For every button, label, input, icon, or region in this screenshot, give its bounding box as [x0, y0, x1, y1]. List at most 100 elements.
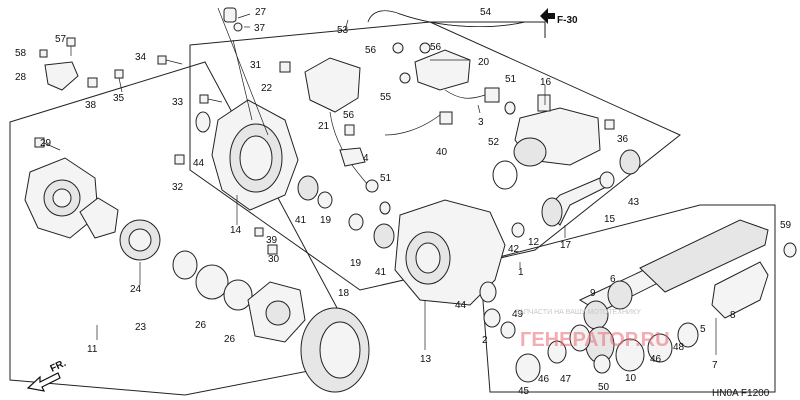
bolt-57	[66, 37, 76, 56]
label-37: 37	[254, 23, 266, 34]
switch-4	[339, 147, 366, 167]
wire-harness	[329, 89, 486, 186]
seal-15	[599, 171, 615, 189]
label-43: 43	[628, 197, 640, 208]
seal-19b	[348, 213, 364, 231]
label-36: 36	[617, 134, 629, 145]
label-5: 5	[700, 324, 706, 335]
label-7: 7	[712, 360, 718, 371]
front-arrow-label: FR.	[49, 358, 68, 375]
bolt-29	[34, 137, 61, 151]
label-59: 59	[780, 220, 792, 231]
label-16: 16	[540, 77, 552, 88]
label-3: 3	[478, 117, 484, 128]
watermark-main: ГЕНЕРАТОР.RU	[520, 329, 670, 351]
label-58: 58	[15, 48, 27, 59]
spacer-47	[569, 324, 591, 352]
label-6: 6	[610, 274, 616, 285]
label-21: 21	[318, 121, 330, 132]
label-24: 24	[130, 284, 142, 295]
label-46a: 46	[538, 374, 550, 385]
cam-ring-24-inner	[128, 228, 152, 252]
bolt-58	[39, 49, 48, 58]
label-55: 55	[380, 92, 392, 103]
label-48: 48	[673, 342, 685, 353]
label-53: 53	[337, 25, 349, 36]
label-30: 30	[268, 254, 280, 265]
label-32: 32	[172, 182, 184, 193]
cable-54	[367, 10, 526, 27]
label-42: 42	[508, 244, 520, 255]
sensor-3	[484, 87, 500, 103]
label-31: 31	[250, 60, 262, 71]
label-12: 12	[528, 237, 540, 248]
label-10: 10	[625, 373, 637, 384]
label-15: 15	[604, 214, 616, 225]
label-56b: 56	[430, 42, 442, 53]
bolt-36	[604, 119, 615, 130]
label-34: 34	[135, 52, 147, 63]
actuator-16-face	[513, 137, 547, 167]
circlip-50	[593, 354, 611, 374]
label-9: 9	[590, 288, 596, 299]
label-4: 4	[363, 153, 369, 164]
label-22: 22	[261, 83, 273, 94]
boot-46b	[647, 333, 673, 363]
label-23: 23	[135, 322, 147, 333]
label-57: 57	[55, 34, 67, 45]
label-28: 28	[15, 72, 27, 83]
shim-26b	[223, 279, 253, 311]
sensor-body	[365, 179, 379, 193]
joint-outer-8	[711, 261, 769, 319]
bracket-28	[44, 61, 79, 91]
ring-46c	[547, 340, 567, 364]
circlip-59	[783, 242, 797, 258]
bolt-33	[199, 94, 223, 104]
bolt-34	[157, 55, 183, 65]
ring-45	[515, 353, 541, 383]
label-2: 2	[482, 335, 488, 346]
label-39: 39	[266, 235, 278, 246]
label-41a: 41	[295, 215, 307, 226]
boot-6	[607, 280, 633, 310]
label-27: 27	[255, 7, 267, 18]
bolt-56c	[344, 124, 355, 136]
label-46b: 46	[650, 354, 662, 365]
label-18: 18	[338, 288, 350, 299]
nut-38	[87, 77, 98, 88]
label-44a: 44	[193, 158, 205, 169]
actuator-connector	[537, 94, 551, 112]
front-arrow-icon	[26, 372, 61, 392]
label-29: 29	[40, 138, 52, 149]
label-35: 35	[113, 93, 125, 104]
oring-51b	[504, 101, 516, 115]
label-26a: 26	[195, 320, 207, 331]
section-code: F-30	[557, 15, 578, 26]
spacer-part	[79, 197, 119, 239]
label-14: 14	[230, 225, 242, 236]
bolt-35	[114, 69, 124, 93]
bolt-56b	[419, 42, 431, 54]
label-54: 54	[480, 7, 492, 18]
seal-44a	[195, 111, 211, 133]
label-19a: 19	[320, 215, 332, 226]
oring-2	[500, 321, 516, 339]
label-41b: 41	[375, 267, 387, 278]
bracket-20	[414, 49, 471, 91]
connector-40	[439, 111, 453, 125]
bearing-41b	[373, 223, 395, 249]
label-38: 38	[85, 100, 97, 111]
ring-gear-18-inner	[319, 321, 361, 379]
leader-lines	[96, 7, 717, 355]
label-47: 47	[560, 374, 572, 385]
gear-case-13-inner	[415, 242, 441, 274]
part-collar-27	[223, 7, 237, 23]
oring-52	[492, 160, 518, 190]
nut-32	[174, 154, 185, 165]
label-51a: 51	[380, 173, 392, 184]
label-19b: 19	[350, 258, 362, 269]
group-box-left	[9, 61, 366, 396]
seal-44b	[479, 281, 497, 303]
spring-48	[677, 322, 699, 348]
nut-31	[279, 61, 291, 73]
